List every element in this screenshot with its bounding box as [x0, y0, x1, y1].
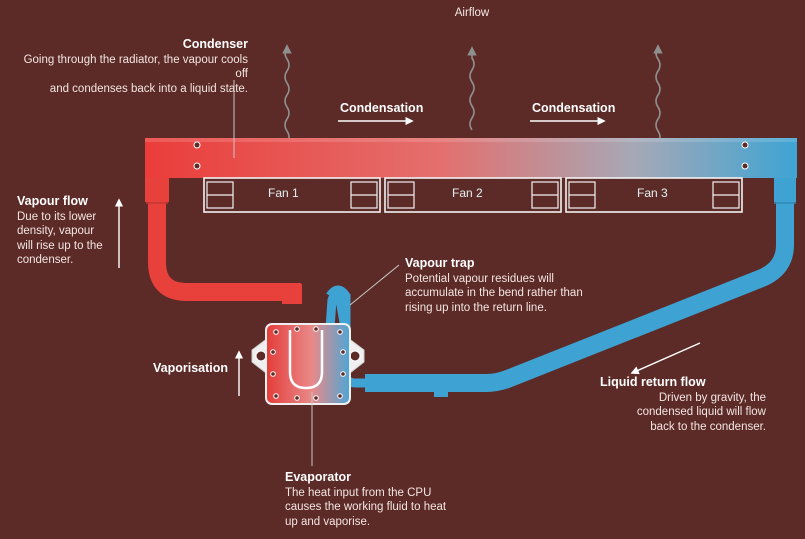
radiator	[145, 138, 797, 178]
fan-row	[203, 177, 743, 213]
condenser-callout: Condenser Going through the radiator, th…	[10, 37, 248, 96]
vapour-flow-desc-4: condenser.	[17, 254, 74, 266]
vapour-trap-leader	[349, 264, 400, 306]
airflow-arrow-2	[467, 46, 477, 131]
fan-3-frame	[565, 177, 743, 213]
condensation-label-1: Condensation	[340, 101, 424, 115]
condensation-label-2: Condensation	[532, 101, 616, 115]
vapour-flow-desc-3: will rise up to the	[17, 239, 103, 252]
vapour-flow-desc-1: Due to its lower	[17, 210, 97, 223]
evaporator-desc-2: causes the working fluid to heat	[285, 501, 447, 513]
evaporator-title: Evaporator	[285, 470, 351, 484]
liquid-return-desc-3: back to the condenser.	[650, 420, 766, 433]
condenser-desc-1: Going through the radiator, the vapour c…	[23, 53, 248, 81]
liquid-return-arrow	[630, 342, 701, 375]
evaporator-callout: Evaporator The heat input from the CPU c…	[285, 470, 485, 529]
airflow-arrow-1	[282, 44, 292, 156]
liquid-return-pipe	[365, 178, 794, 392]
airflow-arrow-3	[653, 44, 663, 156]
vaporisation-label: Vaporisation	[153, 361, 229, 375]
vapour-flow-title: Vapour flow	[17, 194, 88, 208]
condenser-desc-2: and condenses back into a liquid state.	[49, 82, 248, 95]
evaporator-desc-3: up and vaporise.	[285, 515, 371, 528]
liquid-return-title: Liquid return flow	[600, 375, 706, 389]
condenser-title: Condenser	[182, 37, 248, 51]
fan-2-label: Fan 2	[452, 186, 483, 200]
fan-1-label: Fan 1	[268, 186, 299, 200]
liquid-return-desc-1: Driven by gravity, the	[658, 391, 766, 404]
liquid-return-callout: Liquid return flow Driven by gravity, th…	[600, 375, 766, 434]
vapour-flow-callout: Vapour flow Due to its lower density, va…	[17, 194, 117, 268]
fan-3-label: Fan 3	[637, 186, 668, 200]
vapour-trap-callout: Vapour trap Potential vapour residues wi…	[405, 256, 625, 315]
airflow-arrows	[282, 44, 663, 156]
fan-1-frame	[203, 177, 381, 213]
vapour-pipe	[148, 178, 301, 303]
vapour-trap-desc-2: accumulate in the bend rather than	[405, 287, 583, 299]
fan-2-frame	[384, 177, 562, 213]
vapour-trap-desc-3: rising up into the return line.	[405, 301, 547, 314]
vapour-trap-title: Vapour trap	[405, 256, 475, 270]
vapour-flow-desc-2: density, vapour	[17, 225, 95, 237]
evaporator-block	[251, 323, 365, 405]
vapour-trap-desc-1: Potential vapour residues will	[405, 272, 554, 285]
evaporator-desc-1: The heat input from the CPU	[285, 486, 432, 499]
liquid-return-desc-2: condensed liquid will flow	[636, 406, 766, 418]
airflow-label: Airflow	[454, 7, 490, 19]
